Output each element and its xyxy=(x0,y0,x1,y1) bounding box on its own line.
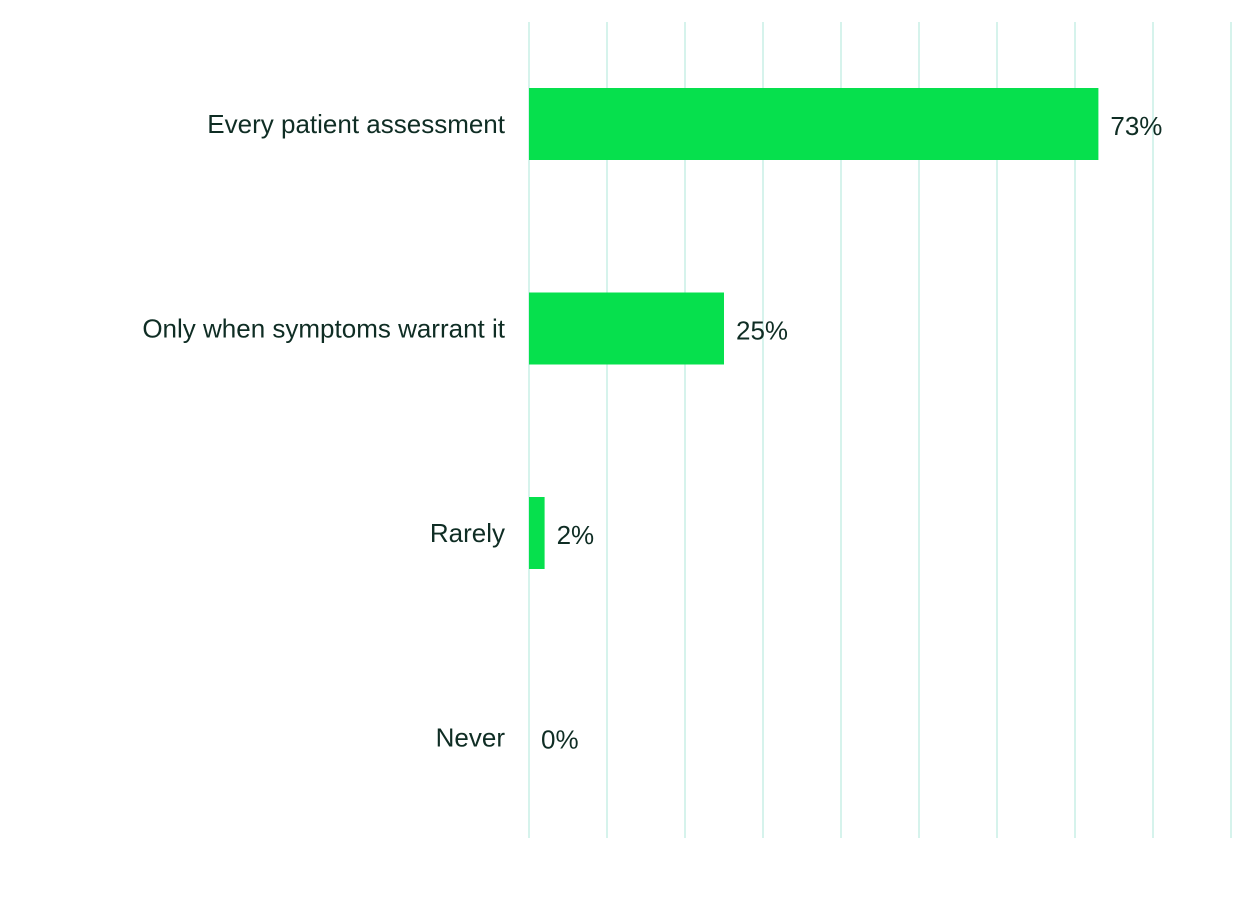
bar xyxy=(529,88,1099,160)
bar xyxy=(529,292,724,365)
bars xyxy=(529,88,1099,569)
category-label: Never xyxy=(436,723,506,753)
bar xyxy=(529,497,545,569)
labels: Every patient assessment 73% Only when sym… xyxy=(142,109,1162,755)
value-label: 2% xyxy=(557,520,595,550)
category-label: Rarely xyxy=(430,518,505,548)
category-label: Every patient assessment xyxy=(207,109,505,139)
category-label: Only when symptoms warrant it xyxy=(142,314,505,344)
value-label: 25% xyxy=(736,316,788,346)
value-label: 0% xyxy=(541,725,579,755)
value-label: 73% xyxy=(1110,111,1162,141)
